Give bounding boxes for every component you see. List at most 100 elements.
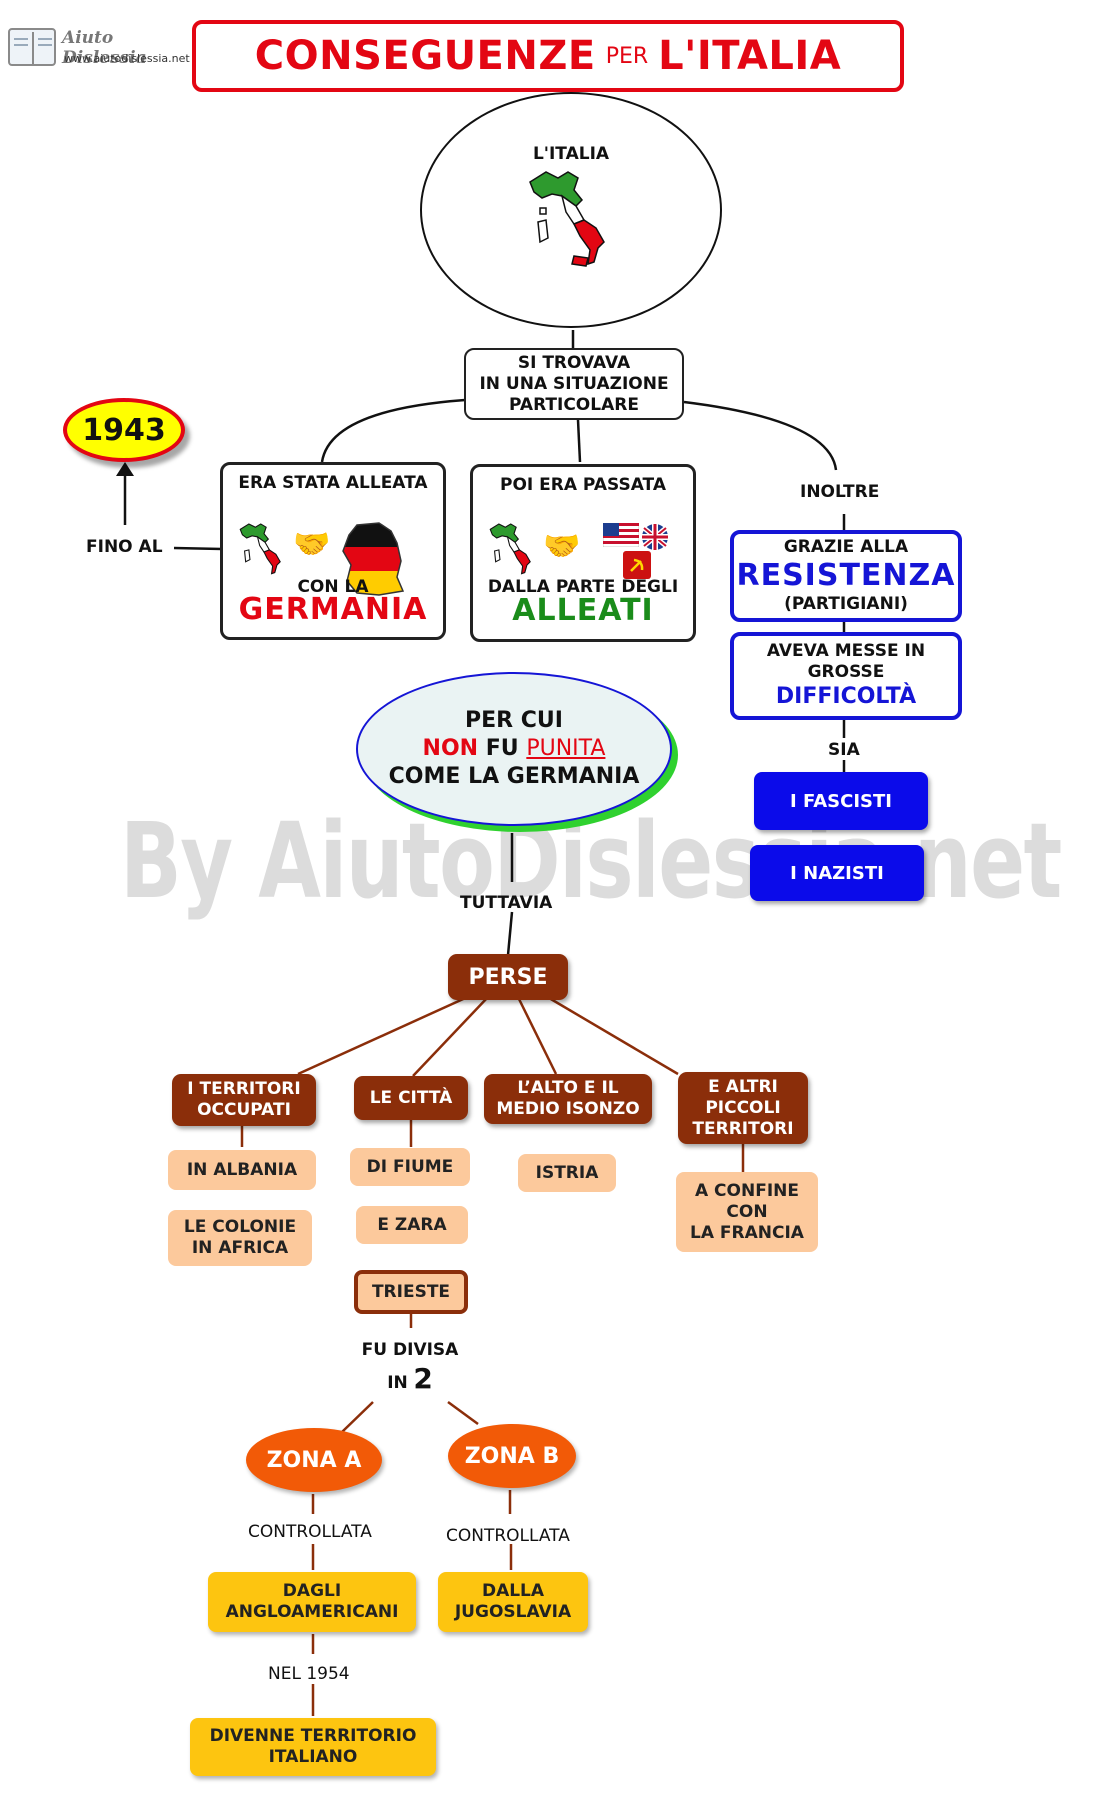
nel1954-label: NEL 1954 [268, 1664, 350, 1684]
perse-label: PERSE [468, 964, 548, 990]
passata-big: ALLEATI [512, 593, 654, 628]
usa-flag-icon [603, 523, 639, 547]
difficolta-line1: AVEVA MESSE IN [766, 641, 926, 661]
arrow-head [116, 462, 134, 476]
angloamericani-node: DAGLI ANGLOAMERICANI [208, 1572, 416, 1632]
controllata-a-label: CONTROLLATA [248, 1522, 372, 1542]
territori-line1: I TERRITORI [187, 1079, 301, 1099]
title-part1: CONSEGUENZE [254, 33, 596, 79]
difficolta-node: AVEVA MESSE IN GROSSE DIFFICOLTÀ [730, 632, 962, 720]
altri-line3: TERRITORI [692, 1118, 794, 1139]
year-label: 1943 [82, 412, 166, 448]
colonie-node: LE COLONIE IN AFRICA [168, 1210, 312, 1266]
divisa-in: IN [387, 1373, 408, 1393]
italy-map-icon [489, 523, 531, 575]
isonzo-line1: L’ALTO E IL [517, 1078, 619, 1098]
resistenza-node: GRAZIE ALLA RESISTENZA (PARTIGIANI) [730, 530, 962, 622]
zona-b-node: ZONA B [448, 1424, 576, 1488]
zona-b-label: ZONA B [464, 1443, 560, 1469]
altri-line1: E ALTRI [708, 1076, 778, 1097]
alleata-top: ERA STATA ALLEATA [238, 473, 428, 493]
albania-label: IN ALBANIA [186, 1159, 298, 1180]
albania-node: IN ALBANIA [168, 1150, 316, 1190]
inoltre-label: INOLTRE [800, 482, 880, 502]
germany-map-icon [342, 522, 405, 596]
percui-node: PER CUI NON FU PUNITA COME LA GERMANIA [356, 672, 672, 826]
alleata-node: ERA STATA ALLEATA 🤝 CON LA GERMANIA [220, 462, 446, 640]
passata-top: POI ERA PASSATA [500, 475, 666, 495]
italiano-node: DIVENNE TERRITORIO ITALIANO [190, 1718, 436, 1776]
passata-node: POI ERA PASSATA 🤝 DALLA PARTE DEGLI ALLE… [470, 464, 696, 642]
situation-line1: SI TROVAVA [517, 352, 631, 373]
isonzo-node: L’ALTO E IL MEDIO ISONZO [484, 1074, 652, 1124]
divisa-line1: FU DIVISA [361, 1340, 459, 1360]
title-part3: L'ITALIA [658, 33, 842, 79]
uk-flag-icon [642, 524, 668, 550]
jugoslavia-node: DALLA JUGOSLAVIA [438, 1572, 588, 1632]
italy-node: L'ITALIA [420, 92, 722, 328]
divisa-num: 2 [413, 1362, 433, 1395]
fino-al-label: FINO AL [86, 537, 163, 557]
territori-node: I TERRITORI OCCUPATI [172, 1074, 316, 1126]
handshake-icon: 🤝 [293, 526, 331, 562]
italy-map-icon [529, 171, 605, 267]
jugoslavia-line1: DALLA [481, 1581, 545, 1601]
year-badge: 1943 [63, 398, 185, 462]
resistenza-big: RESISTENZA [736, 558, 956, 593]
resistenza-top: GRAZIE ALLA [783, 537, 909, 557]
logo[interactable]: Aiuto Dislessia www.aiutodislessia.net [6, 24, 190, 72]
jugoslavia-line2: JUGOSLAVIA [454, 1602, 572, 1622]
citta-node: LE CITTÀ [354, 1076, 468, 1120]
handshake-icon: 🤝 [543, 528, 581, 564]
fiume-node: DI FIUME [350, 1148, 470, 1186]
istria-label: ISTRIA [535, 1162, 599, 1183]
isonzo-line2: MEDIO ISONZO [496, 1099, 640, 1119]
logo-name: Aiuto Dislessia [62, 28, 147, 68]
passata-mid: DALLA PARTE DEGLI [487, 577, 679, 597]
confine-line1: A CONFINE [694, 1180, 799, 1201]
situation-line2: IN UNA SITUAZIONE [479, 373, 669, 394]
italy-label: L'ITALIA [532, 144, 610, 164]
alleata-mid: CON LA [297, 577, 369, 597]
nazisti-label: I NAZISTI [790, 862, 884, 884]
title-part2: PER [605, 43, 649, 69]
situation-line3: PARTICOLARE [509, 394, 639, 415]
altri-node: E ALTRI PICCOLI TERRITORI [678, 1072, 808, 1144]
sia-label: SIA [828, 740, 860, 760]
zara-node: E ZARA [356, 1206, 468, 1244]
situation-node: SI TROVAVA IN UNA SITUAZIONE PARTICOLARE [464, 348, 684, 420]
resistenza-bottom: (PARTIGIANI) [784, 594, 908, 614]
zona-a-node: ZONA A [246, 1428, 382, 1492]
trieste-node: TRIESTE [354, 1270, 468, 1314]
zara-label: E ZARA [377, 1214, 447, 1235]
difficolta-line2: GROSSE [807, 662, 885, 682]
confine-line2: CON [726, 1201, 768, 1222]
confine-node: A CONFINE CON LA FRANCIA [676, 1172, 818, 1252]
percui-non: NON [422, 736, 479, 761]
percui-fu: FU [485, 736, 519, 761]
altri-line2: PICCOLI [705, 1097, 781, 1118]
percui-line3: COME LA GERMANIA [388, 764, 640, 789]
percui-line2: NON FU PUNITA [423, 735, 606, 763]
divisa-label: FU DIVISA IN 2 [350, 1340, 470, 1395]
fiume-label: DI FIUME [366, 1156, 454, 1177]
tuttavia-label: TUTTAVIA [460, 893, 553, 913]
ussr-flag-icon [623, 551, 651, 579]
nazisti-node: I NAZISTI [750, 845, 924, 901]
controllata-b-label: CONTROLLATA [446, 1526, 570, 1546]
difficolta-big: DIFFICOLTÀ [775, 684, 917, 709]
italiano-line2: ITALIANO [268, 1747, 358, 1767]
alleata-big: GERMANIA [238, 592, 428, 627]
divisa-line2: IN 2 [350, 1362, 470, 1395]
confine-line3: LA FRANCIA [690, 1222, 804, 1243]
trieste-label: TRIESTE [371, 1281, 451, 1302]
territori-line2: OCCUPATI [197, 1100, 291, 1120]
istria-node: ISTRIA [518, 1154, 616, 1192]
percui-line1: PER CUI [465, 708, 563, 733]
percui-punita: PUNITA [526, 736, 606, 761]
italiano-line1: DIVENNE TERRITORIO [209, 1726, 417, 1746]
page-title: CONSEGUENZE PER L'ITALIA [192, 20, 904, 92]
fascisti-label: I FASCISTI [790, 790, 892, 812]
angloamericani-line1: DAGLI [282, 1581, 342, 1601]
